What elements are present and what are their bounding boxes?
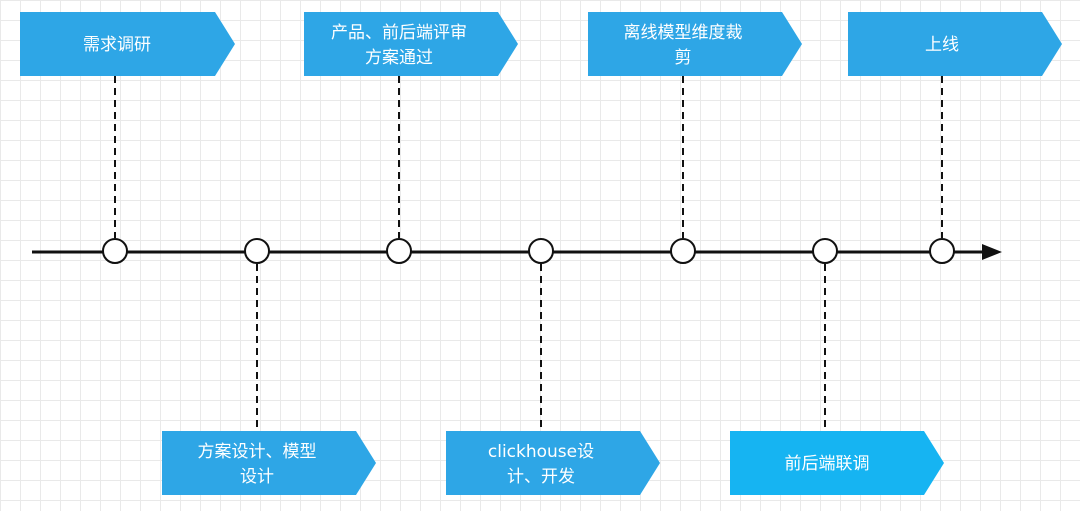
milestone-box <box>730 431 944 495</box>
milestone-label-line-2: 剪 <box>675 48 692 68</box>
milestone-label-line-1: 离线模型维度裁 <box>624 23 743 43</box>
milestone-node <box>386 238 412 264</box>
milestone-2: 方案设计、模型 设计 <box>162 238 376 495</box>
milestone-node <box>244 238 270 264</box>
milestone-box <box>848 12 1062 76</box>
milestone-box <box>588 12 802 76</box>
milestone-node <box>929 238 955 264</box>
milestone-box <box>20 12 235 76</box>
milestone-node <box>528 238 554 264</box>
milestone-3: 产品、前后端评审 方案通过 <box>304 12 518 264</box>
milestone-6: 前后端联调 <box>730 238 944 495</box>
milestone-node <box>812 238 838 264</box>
milestone-node <box>670 238 696 264</box>
milestone-7: 上线 <box>848 12 1062 264</box>
milestone-1: 需求调研 <box>20 12 235 264</box>
milestone-label: 上线 <box>925 35 959 55</box>
milestone-label-line-2: 设计 <box>240 467 274 487</box>
milestone-label-line-1: 方案设计、模型 <box>198 442 317 462</box>
milestone-label-line-2: 计、开发 <box>507 467 575 487</box>
milestone-label: 前后端联调 <box>785 454 870 474</box>
milestone-box <box>304 12 518 76</box>
milestone-4: clickhouse设 计、开发 <box>446 238 660 495</box>
milestone-label-line-1: clickhouse设 <box>488 442 594 462</box>
milestone-label-line-2: 方案通过 <box>365 48 433 68</box>
timeline-arrowhead <box>982 244 1002 260</box>
milestone-label: 需求调研 <box>83 35 151 55</box>
milestone-5: 离线模型维度裁 剪 <box>588 12 802 264</box>
milestone-node <box>102 238 128 264</box>
milestone-box <box>446 431 660 495</box>
milestone-box <box>162 431 376 495</box>
milestone-label-line-1: 产品、前后端评审 <box>331 23 467 43</box>
